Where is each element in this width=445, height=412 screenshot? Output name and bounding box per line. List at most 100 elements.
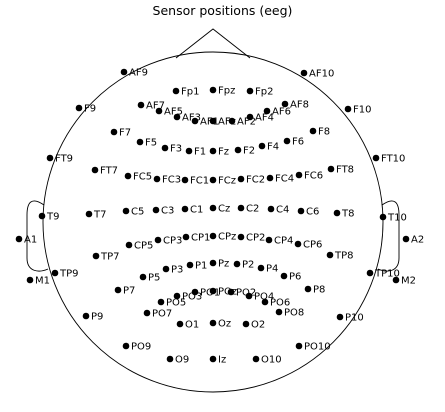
sensor-label: F2 [243,146,255,157]
sensor-label: AF4 [255,113,274,124]
sensor-marker [181,205,189,213]
sensor-p1: P1 [186,261,207,272]
sensor-cp3: CP3 [154,236,182,247]
sensor-marker [173,113,181,121]
sensor-marker [234,146,242,154]
sensor-label: FC3 [162,175,181,186]
sensor-label: FT8 [336,165,354,176]
sensor-ft7: FT7 [91,166,118,177]
sensor-cp5: CP5 [125,241,153,252]
sensor-po4: PO4 [245,292,274,303]
sensor-ft8: FT8 [327,165,354,176]
sensor-marker [154,236,162,244]
sensor-label: FC6 [304,171,323,182]
sensor-label: Fz [218,147,229,158]
sensor-c6: C6 [297,207,319,218]
sensor-marker [182,233,190,241]
sensor-c3: C3 [152,206,174,217]
sensor-label: A2 [411,235,424,246]
sensor-marker [261,298,269,306]
sensor-cp4: CP4 [265,236,293,247]
sensor-po3: PO3 [173,292,202,303]
sensor-marker [92,252,100,260]
sensor-fc5: FC5 [124,172,152,183]
head-outline [26,28,400,393]
sensor-label: A1 [24,235,37,246]
sensor-marker [294,240,302,248]
sensor-marker [124,172,132,180]
sensor-tp7: TP7 [92,252,120,263]
sensor-marker [181,176,189,184]
sensor-label: F5 [145,138,157,149]
sensor-fcz: FCz [209,176,236,187]
sensor-marker [237,233,245,241]
sensor-label: C2 [246,204,259,215]
sensor-marker [155,107,163,115]
nose-outline [175,28,251,59]
sensor-marker [139,273,147,281]
sensor-marker [237,175,245,183]
sensor-t9: T9 [38,212,59,223]
sensor-o10: O10 [252,355,282,366]
sensor-label: CP4 [274,236,293,247]
sensor-label: CP2 [246,233,265,244]
sensor-f8: F8 [309,127,330,138]
sensor-marker [242,320,250,328]
sensor-label: CP5 [134,241,153,252]
sensor-label: C3 [161,206,174,217]
sensor-label: TP8 [334,251,354,262]
sensor-label: P4 [266,264,278,275]
sensor-label: T9 [46,212,59,223]
sensor-po10: PO10 [295,342,331,353]
head-circle [42,51,384,393]
sensor-marker [120,68,128,76]
sensor-label: AFz [218,117,236,128]
sensor-po7: PO7 [143,309,172,320]
sensor-marker [46,154,54,162]
sensor-label: P1 [195,261,207,272]
sensor-marker [392,276,400,284]
sensor-label: C5 [131,207,144,218]
sensor-f2: F2 [234,146,255,157]
sensor-fc3: FC3 [153,175,181,186]
sensor-p2: P2 [233,260,254,271]
sensor-label: P10 [345,313,364,324]
sensor-label: Oz [218,319,231,330]
sensor-p4: P4 [257,264,278,275]
sensor-af5: AF5 [155,107,183,118]
sensor-marker [336,313,344,321]
sensor-marker [75,104,83,112]
sensor-marker [176,320,184,328]
sensor-iz: Iz [209,355,226,366]
sensor-marker [379,213,387,221]
sensor-label: AF2 [237,117,256,128]
sensor-ft9: FT9 [46,154,73,165]
sensor-label: AF9 [129,68,148,79]
sensor-marker [125,241,133,249]
sensor-marker [258,142,266,150]
sensor-marker [209,355,217,363]
sensor-marker [267,205,275,213]
sensor-o1: O1 [176,320,199,331]
sensor-marker [161,144,169,152]
sensor-label: FT9 [55,154,73,165]
sensor-cp2: CP2 [237,233,265,244]
sensor-marker [51,269,59,277]
sensor-f1: F1 [185,147,206,158]
sensor-label: CP1 [191,233,210,244]
sensor-label: Fp2 [255,87,273,98]
sensor-label: FC2 [246,175,265,186]
sensor-marker [137,101,145,109]
sensor-marker [237,204,245,212]
sensor-af10: AF10 [300,69,334,80]
sensor-marker [209,232,217,240]
sensor-marker [91,166,99,174]
sensor-marker [185,147,193,155]
sensor-label: T8 [341,209,354,220]
sensor-marker [344,105,352,113]
sensor-marker [209,86,217,94]
sensor-marker [209,204,217,212]
sensor-label: PO7 [152,309,172,320]
sensor-cp6: CP6 [294,240,322,251]
